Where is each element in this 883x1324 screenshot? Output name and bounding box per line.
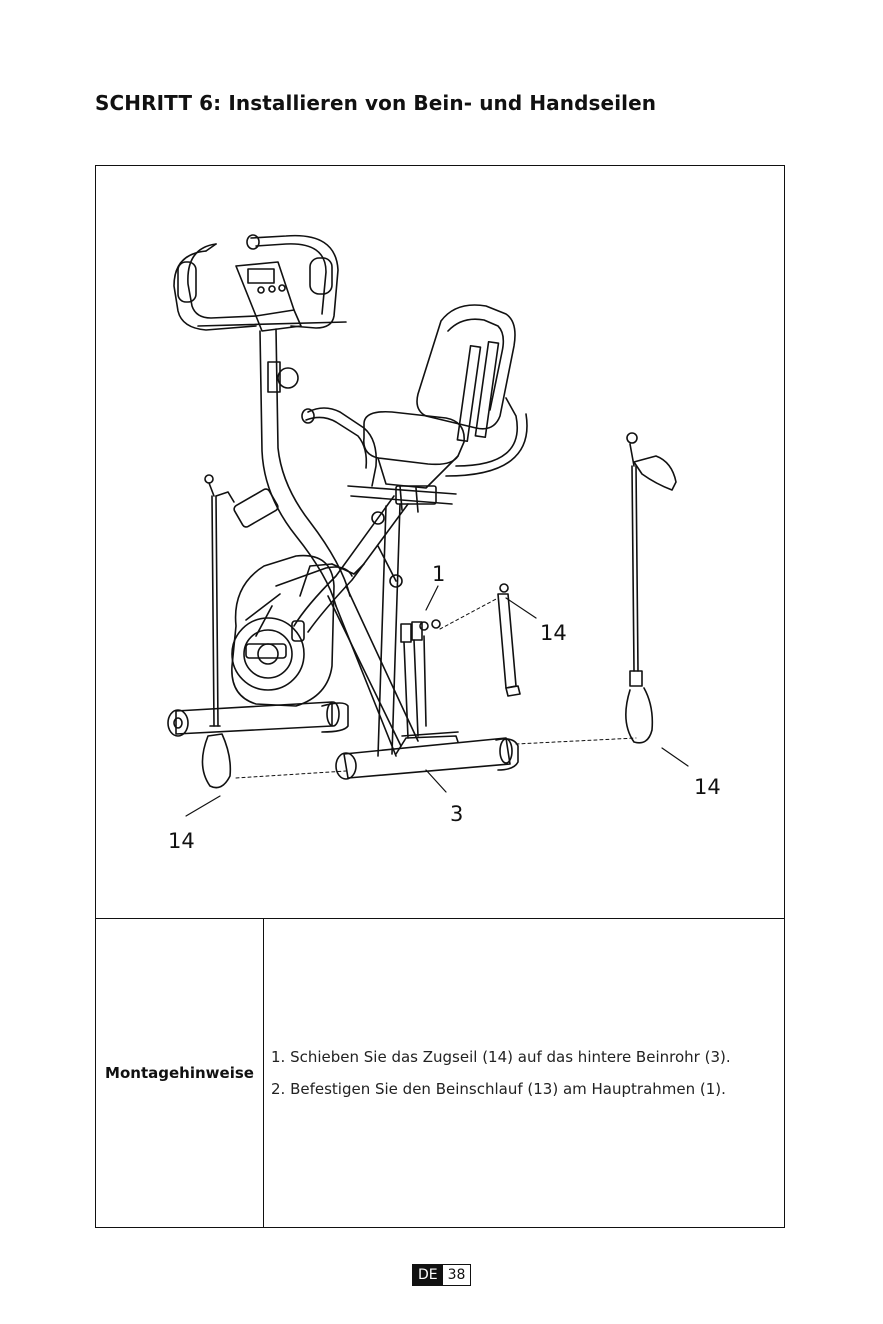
- dashed-guides: [236, 598, 636, 778]
- main-frame-drawing: [260, 329, 418, 756]
- seat-back-drawing: [417, 305, 515, 441]
- notes-label: Montagehinweise: [105, 1064, 254, 1082]
- right-rope-drawing: [626, 433, 676, 743]
- page-number: 38: [443, 1265, 471, 1285]
- page-number-badge: DE 38: [412, 1264, 471, 1286]
- exercise-bike-illustration: [96, 166, 786, 920]
- band-anchor-drawing: [401, 620, 440, 738]
- callout-part-14-left: 14: [168, 831, 195, 852]
- callout-part-14-center: 14: [540, 623, 567, 644]
- callout-part-14-right: 14: [694, 777, 721, 798]
- notes-label-cell: Montagehinweise: [96, 918, 264, 1227]
- callout-part-3: 3: [450, 804, 463, 825]
- note-line-2: 2. Befestigen Sie den Beinschlauf (13) a…: [271, 1073, 776, 1105]
- front-stabilizer-drawing: [168, 702, 348, 736]
- note-line-1: 1. Schieben Sie das Zugseil (14) auf das…: [271, 1041, 776, 1073]
- language-code: DE: [413, 1265, 443, 1285]
- page-title: SCHRITT 6: Installieren von Bein- und Ha…: [95, 91, 656, 115]
- center-rope-drawing: [498, 584, 520, 696]
- notes-text-cell: 1. Schieben Sie das Zugseil (14) auf das…: [271, 918, 776, 1227]
- assembly-figure: 1 14 14 14 3: [95, 165, 785, 919]
- console-drawing: [236, 262, 301, 331]
- assembly-notes-table: Montagehinweise 1. Schieben Sie das Zugs…: [95, 918, 785, 1228]
- callout-part-1: 1: [432, 564, 445, 585]
